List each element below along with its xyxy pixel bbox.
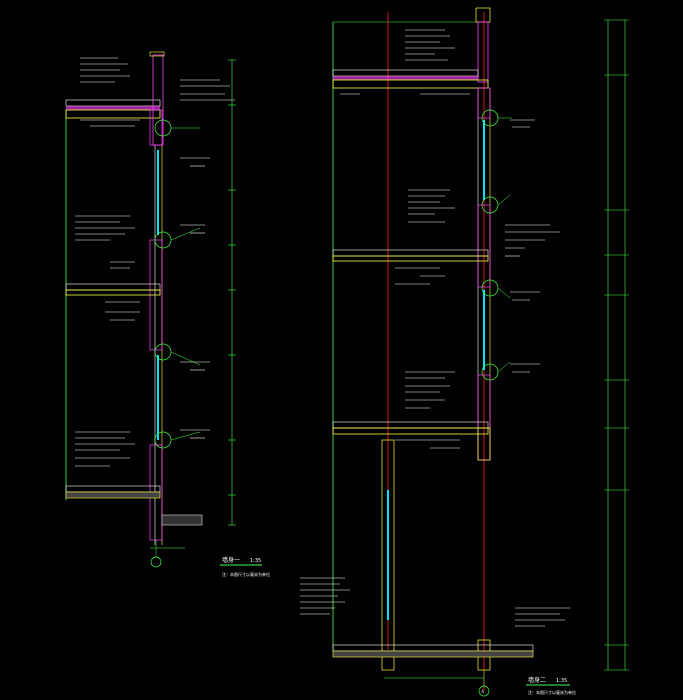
left-section-title: 墙身一 xyxy=(222,556,240,564)
right-dimension-chain xyxy=(384,19,629,679)
right-ground-slab xyxy=(332,650,534,658)
right-beam xyxy=(477,427,491,461)
left-section-note: 注：本图尺寸以毫米为单位 xyxy=(222,571,270,577)
right-roof-insulation xyxy=(333,76,478,80)
left-roof-insulation xyxy=(66,106,160,110)
right-section-note: 注：本图尺寸以毫米为单位 xyxy=(528,689,576,695)
right-section-title: 墙身二 xyxy=(528,676,546,684)
right-axis-bubble xyxy=(478,685,490,697)
right-parapet xyxy=(477,21,489,83)
left-wall-segment-1 xyxy=(149,109,163,146)
right-roof-slab xyxy=(332,79,489,89)
right-ground-column xyxy=(381,439,395,671)
right-wall-segment-2 xyxy=(477,204,491,288)
right-floor-2-slab xyxy=(332,427,489,435)
left-leader-3 xyxy=(170,351,201,366)
left-dimension-chain xyxy=(150,59,236,549)
left-section-scale: 1:35 xyxy=(250,558,261,564)
right-wall-section: A 墙身二 1:35 注：本图尺寸以毫米为单位 xyxy=(300,7,629,697)
right-leader-2 xyxy=(497,194,511,206)
right-annotation-blocks xyxy=(300,29,570,627)
left-floor-slab xyxy=(65,289,161,296)
left-annotation-blocks xyxy=(75,57,235,467)
right-wall-segment-1 xyxy=(477,87,491,119)
left-roof-slab xyxy=(65,109,161,119)
left-parapet-cap xyxy=(149,51,165,57)
right-section-scale: 1:35 xyxy=(556,678,567,684)
left-wall-section: 墙身一 1:35 注：本图尺寸以毫米为单位 xyxy=(65,51,270,577)
left-leader-4 xyxy=(170,431,201,441)
left-leader-2 xyxy=(170,227,201,241)
right-axis-label: A xyxy=(482,689,485,694)
right-leader-4 xyxy=(497,361,511,373)
left-ground-slab xyxy=(65,491,161,499)
right-leader-3 xyxy=(497,287,511,299)
left-outdoor-ground xyxy=(161,514,203,526)
right-floor-1-slab xyxy=(332,255,489,262)
